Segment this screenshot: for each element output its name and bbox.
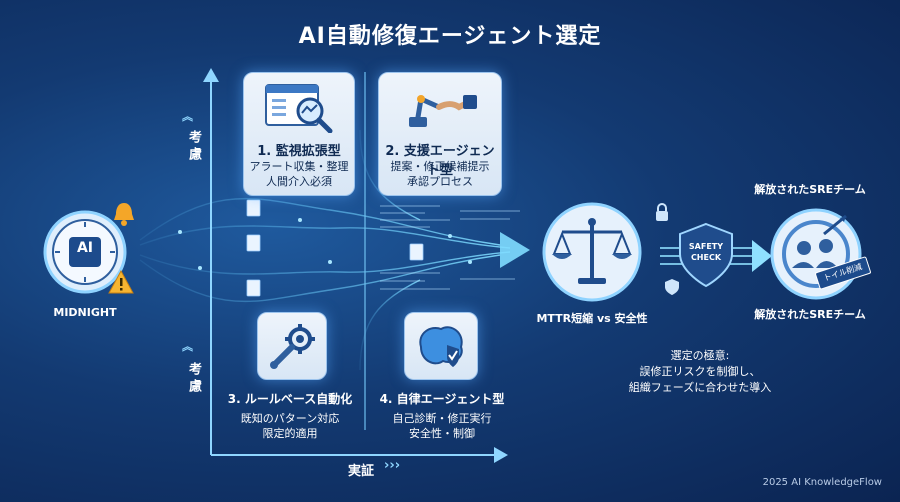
- quadrant-1-title: 1. 監視拡張型: [257, 144, 341, 159]
- quadrant-3-line-2: 限定的適用: [262, 427, 318, 440]
- x-axis-arrow: [494, 447, 508, 463]
- flow-arrowhead: [500, 232, 530, 268]
- y-axis-arrow: [203, 68, 219, 82]
- safety-check-shield: SAFETY CHECK: [676, 222, 736, 288]
- conclusion-line-2: 誤修正リスクを制御し、: [639, 365, 761, 378]
- small-shield-icon: [665, 279, 679, 295]
- clock-icon: [43, 210, 127, 294]
- quadrant-2-line-1: 提案・修正候補提示: [390, 160, 490, 173]
- safety-text-2: CHECK: [690, 253, 722, 262]
- warning-icon: [108, 270, 134, 294]
- shield-icon: [679, 222, 733, 288]
- lock-icon: [656, 203, 668, 221]
- x-axis-chevrons: ›››: [384, 458, 401, 473]
- y-axis-label-lower: 考慮: [186, 362, 201, 396]
- quadrant-3-title: 3. ルールベース自動化: [227, 392, 353, 406]
- balance-label: MTTR短縮 vs 安全性: [536, 312, 648, 325]
- document-icons: [246, 199, 424, 297]
- quadrant-2-title: 2. 支援エージェント型: [385, 144, 495, 178]
- conclusion-line-3: 組織フェーズに合わせた導入: [628, 381, 772, 394]
- flow-dots: [178, 218, 472, 270]
- midnight-label: MIDNIGHT: [53, 306, 117, 319]
- footer-credit: 2025 AI KnowledgeFlow: [762, 477, 882, 488]
- conclusion-line-1: 選定の極意:: [670, 349, 730, 362]
- axis-chevrons-lower: ︽: [182, 340, 193, 353]
- ai-clock-node: AI: [43, 210, 127, 294]
- team-label-bottom: 解放されたSREチーム: [754, 308, 866, 321]
- page-title: AI自動修復エージェント選定: [298, 24, 602, 49]
- right-arrowhead: [752, 240, 772, 272]
- team-node: トイル削減: [768, 206, 872, 302]
- code-snippets: [380, 205, 520, 290]
- quadrant-card-rule-based-icon: [257, 312, 327, 380]
- flow-lines: [139, 129, 520, 371]
- x-axis-label: 実証: [348, 464, 375, 479]
- quadrant-1-line-2: 人間介入必須: [266, 175, 332, 188]
- wrench-gear-icon: [270, 324, 315, 369]
- balance-node: [540, 200, 644, 304]
- safety-text-1: SAFETY: [688, 242, 724, 251]
- quadrant-4-line-2: 安全性・制御: [409, 427, 475, 440]
- team-icon: [770, 208, 862, 300]
- quadrant-1-line-1: アラート収集・整理: [249, 160, 349, 173]
- quadrant-card-monitoring: 1. 監視拡張型 アラート収集・整理 人間介入必須: [243, 72, 355, 196]
- quadrant-card-autonomous-icon: [404, 312, 478, 380]
- y-axis-label-upper: 考慮: [186, 130, 201, 164]
- quadrant-2-line-2: 承認プロセス: [407, 175, 473, 188]
- quadrant-4-title: 4. 自律エージェント型: [379, 392, 505, 406]
- monitor-magnifier-icon: [265, 84, 333, 133]
- bell-icon: [114, 203, 134, 226]
- team-label-top: 解放されたSREチーム: [754, 183, 866, 196]
- scale-icon: [542, 202, 642, 302]
- quadrant-card-support-agent: 2. 支援エージェント型 提案・修正候補提示 承認プロセス: [378, 72, 502, 196]
- ai-badge: AI: [76, 240, 94, 256]
- axis-chevrons-upper: ︽: [182, 110, 193, 123]
- quadrant-4-line-1: 自己診断・修正実行: [392, 412, 492, 425]
- brain-shield-icon: [419, 326, 463, 367]
- robot-handshake-icon: [409, 95, 477, 127]
- quadrant-3-line-1: 既知のパターン対応: [240, 412, 340, 425]
